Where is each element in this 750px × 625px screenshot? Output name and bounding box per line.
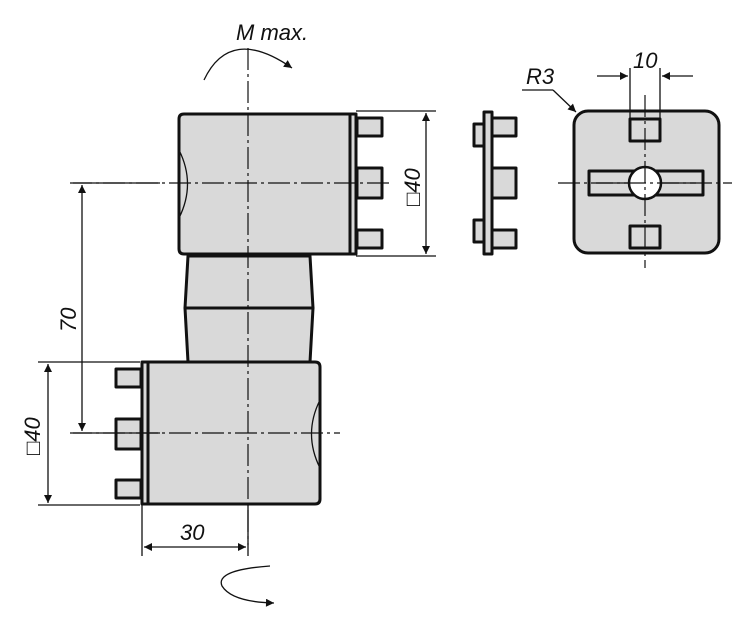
rotation-arrow (220, 565, 275, 607)
end-view (558, 95, 732, 268)
dimension-10-label: 10 (633, 48, 658, 73)
lower-hinge-leaf (114, 360, 322, 506)
side-profile-view (472, 110, 518, 256)
upper-hinge-leaf (177, 112, 384, 256)
dimension-square-40-top (356, 110, 436, 257)
radius-r3-leader (522, 89, 577, 113)
dimension-square-40-bottom (38, 361, 140, 506)
dimension-square-40-top-label: □40 (400, 167, 425, 206)
dimension-square-40-bottom-label: □40 (20, 416, 45, 455)
dimension-10 (597, 68, 693, 140)
dimension-70-label: 70 (56, 307, 81, 332)
dimension-70 (73, 182, 160, 434)
moment-arrow (203, 48, 293, 81)
radius-r3-label: R3 (526, 64, 555, 89)
moment-label: M max. (236, 20, 308, 45)
dimension-30 (141, 505, 249, 556)
dimension-30-label: 30 (180, 520, 205, 545)
hinge-barrel (183, 254, 315, 364)
